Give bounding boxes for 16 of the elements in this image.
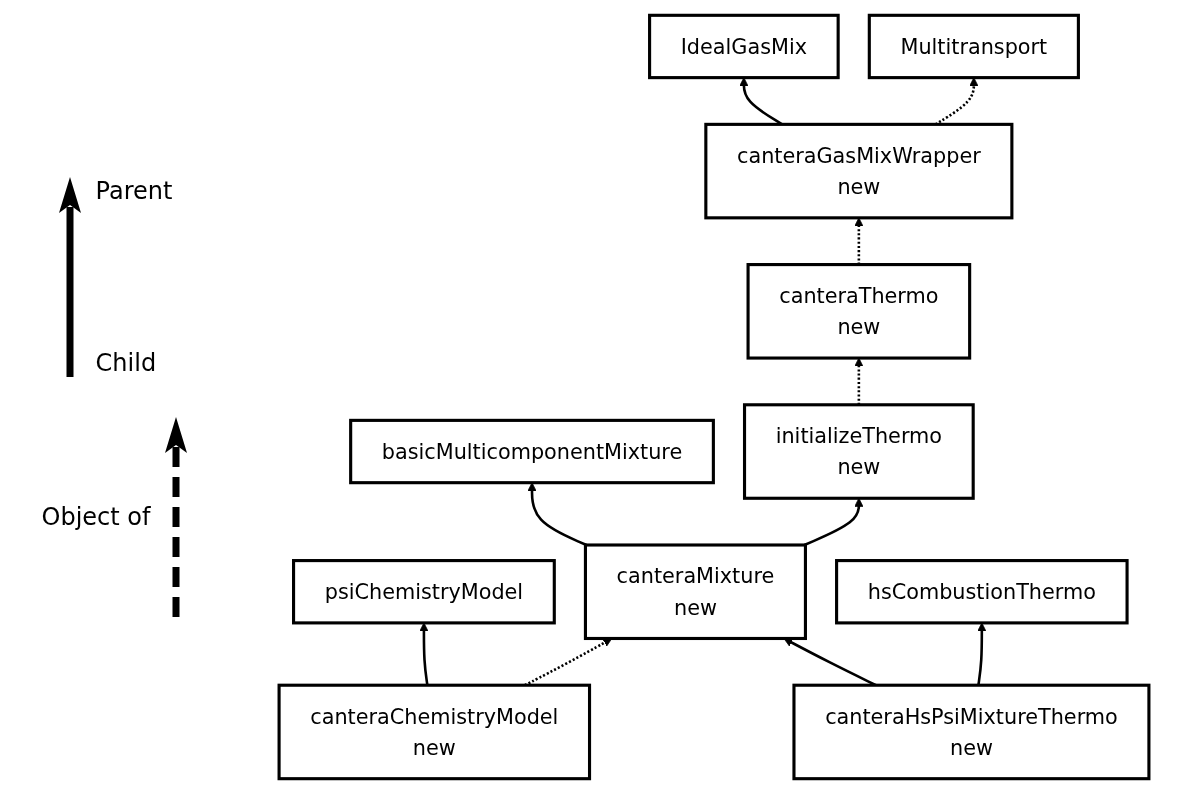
node-box: canteraHsPsiMixtureThermo new — [792, 683, 1151, 780]
node-box: hsCombustionThermo — [835, 558, 1129, 624]
node-box: canteraChemistryModel new — [277, 683, 592, 780]
legend-text: Object of — [41, 502, 151, 531]
node-box: canteraMixture new — [583, 542, 807, 640]
node-box: basicMulticomponentMixture — [349, 418, 715, 484]
node-box: Multitransport — [867, 13, 1080, 79]
node-box: canteraGasMixWrapper new — [704, 122, 1014, 219]
node-box: IdealGasMix — [648, 13, 840, 79]
node-box: initializeThermo new — [742, 402, 975, 500]
legend-text: Parent — [95, 176, 173, 205]
node-box: psiChemistryModel — [292, 558, 556, 624]
arrow — [977, 622, 987, 685]
legend-text: Child — [95, 348, 158, 377]
arrow — [419, 622, 429, 685]
node-box: canteraThermo new — [746, 262, 972, 360]
